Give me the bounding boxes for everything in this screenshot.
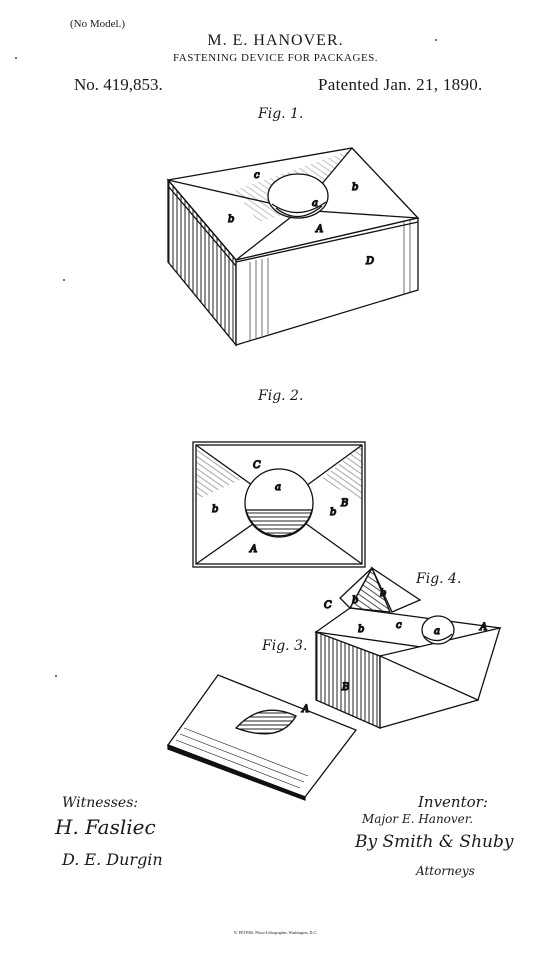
inventor-signature: Major E. Hanover. — [362, 812, 474, 826]
fig1-label-c: c — [254, 170, 260, 181]
fig2-label-B: B — [340, 498, 348, 509]
inventor-heading: Inventor: — [418, 793, 488, 811]
fig2-label-A: A — [249, 544, 257, 555]
fig1-label-D: D — [365, 256, 374, 267]
fig1-label-a: a — [312, 198, 318, 209]
fig-4-drawing: C b b b c a A B — [314, 566, 502, 729]
fig3-label-A: A — [301, 704, 309, 715]
fig2-label-C: C — [253, 460, 261, 471]
fig-3-label: Fig. 3. — [262, 638, 308, 654]
fig2-label-a: a — [275, 482, 281, 493]
fig-4-label: Fig. 4. — [416, 571, 462, 587]
fig-1-drawing: c a b b A D — [166, 147, 420, 347]
fig-1-label: Fig. 1. — [258, 106, 304, 122]
witness-signature-1: H. Fasliec — [55, 815, 156, 839]
fig1-label-b-left: b — [228, 214, 234, 225]
fig4-label-b-2: b — [380, 588, 386, 599]
attorneys-label: Attorneys — [416, 864, 475, 878]
fig4-label-B: B — [341, 682, 349, 693]
fig4-label-c: c — [396, 620, 402, 631]
fig-2-label: Fig. 2. — [258, 388, 304, 404]
patent-number: No. 419,853. — [74, 75, 163, 94]
fig4-label-b-3: b — [358, 624, 364, 635]
patent-title: FASTENING DEVICE FOR PACKAGES. — [172, 52, 379, 64]
attorney-signature: By Smith & Shuby — [355, 832, 514, 852]
fig1-label-A: A — [315, 224, 323, 235]
no-model-note: (No Model.) — [70, 18, 125, 30]
fig4-label-C: C — [324, 600, 332, 611]
fig1-label-b-right: b — [352, 182, 358, 193]
patent-date: Patented Jan. 21, 1890. — [318, 75, 483, 94]
fig2-label-b-right: b — [330, 507, 336, 518]
fig-2-drawing: C a b b B A — [192, 441, 366, 568]
fig4-label-A: A — [479, 622, 487, 633]
engraver-credit: N. PETERS, Photo-Lithographer, Washingto… — [233, 930, 318, 935]
witnesses-heading: Witnesses: — [62, 795, 139, 811]
fig4-label-b-1: b — [352, 595, 358, 606]
inventor-name: M. E. HANOVER. — [207, 32, 344, 49]
fig4-label-a: a — [434, 626, 440, 637]
fig-3-drawing: A — [166, 674, 358, 801]
witness-signature-2: D. E. Durgin — [62, 850, 163, 869]
fig2-label-b-left: b — [212, 504, 218, 515]
